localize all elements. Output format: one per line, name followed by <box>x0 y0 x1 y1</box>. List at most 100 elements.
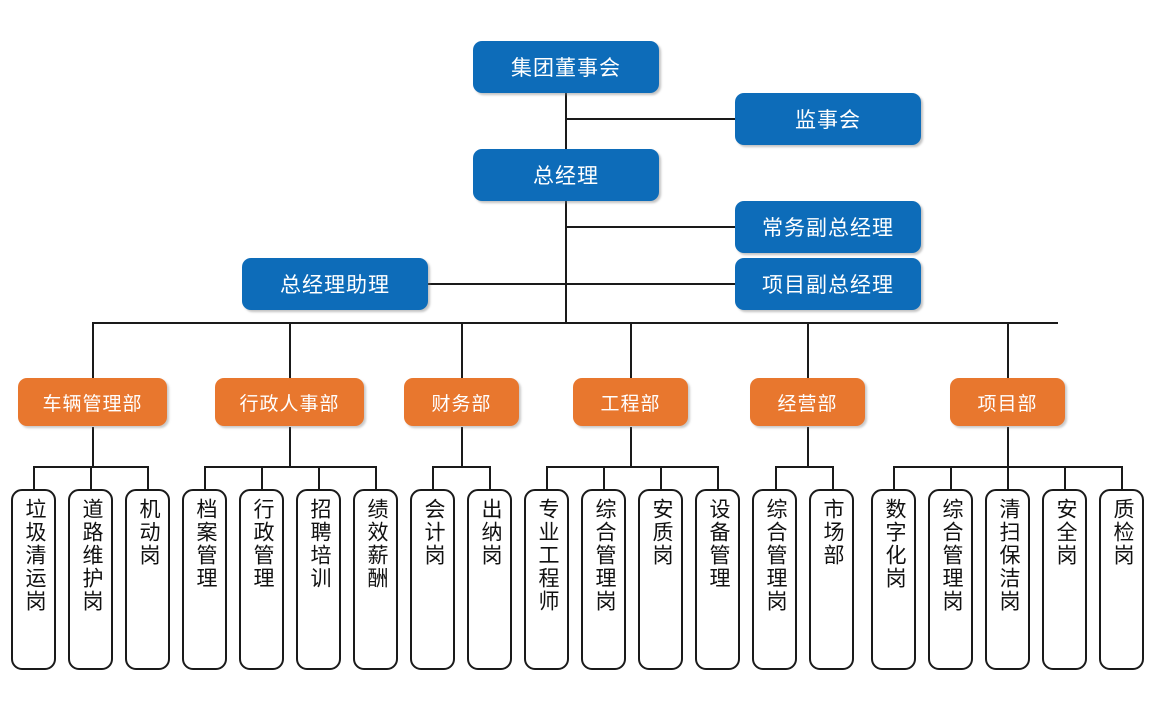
leaf-box-safety[interactable]: 安全岗 <box>1042 489 1087 670</box>
leaf-label: 档案管理 <box>193 498 217 590</box>
connector-dept1-leaf3 <box>147 466 149 490</box>
leaf-label: 设备管理 <box>706 498 730 590</box>
connector-gm-assistant <box>427 283 565 285</box>
leaf-label: 道路维护岗 <box>79 498 103 613</box>
node-board-of-directors-label: 集团董事会 <box>511 57 621 80</box>
node-gm-assistant-label: 总经理助理 <box>280 274 390 297</box>
node-department-vehicle-management-label: 车辆管理部 <box>42 393 143 415</box>
node-general-manager-label: 总经理 <box>533 165 599 188</box>
leaf-label: 绩效薪酬 <box>364 498 388 590</box>
connector-dept2-leaf4 <box>375 466 377 490</box>
node-department-project-label: 项目部 <box>977 393 1038 415</box>
connector-dept3-leaf1 <box>432 466 434 490</box>
connector-dept1-leaf2 <box>90 466 92 490</box>
node-general-manager[interactable]: 总经理 <box>473 149 659 201</box>
leaf-box-road-maintenance[interactable]: 道路维护岗 <box>68 489 113 670</box>
leaf-box-marketing[interactable]: 市场部 <box>809 489 854 670</box>
connector-dept6-leaf4 <box>1064 466 1066 490</box>
connector-dept6-leaf3 <box>1007 466 1009 490</box>
connector-gm-to-project-deputy <box>565 283 735 285</box>
connector-bar-to-dept-1 <box>92 322 94 378</box>
connector-dept4-leaf4 <box>717 466 719 490</box>
leaf-box-engineering-general-management[interactable]: 综合管理岗 <box>581 489 626 670</box>
node-project-deputy-gm[interactable]: 项目副总经理 <box>735 258 921 310</box>
leaf-box-mobile-duty[interactable]: 机动岗 <box>125 489 170 670</box>
node-department-project[interactable]: 项目部 <box>950 378 1065 426</box>
connector-dept1-stem <box>92 427 94 467</box>
node-executive-deputy-gm[interactable]: 常务副总经理 <box>735 201 921 253</box>
node-board-of-directors[interactable]: 集团董事会 <box>473 41 659 93</box>
node-gm-assistant[interactable]: 总经理助理 <box>242 258 428 310</box>
connector-bar-to-dept-5 <box>807 322 809 378</box>
leaf-box-cashier[interactable]: 出纳岗 <box>467 489 512 670</box>
leaf-label: 清扫保洁岗 <box>996 498 1020 613</box>
leaf-box-project-general-management[interactable]: 综合管理岗 <box>928 489 973 670</box>
node-department-finance[interactable]: 财务部 <box>404 378 519 426</box>
leaf-box-cleaning-sanitation[interactable]: 清扫保洁岗 <box>985 489 1030 670</box>
leaf-box-recruitment-training[interactable]: 招聘培训 <box>296 489 341 670</box>
node-department-operations[interactable]: 经营部 <box>750 378 865 426</box>
connector-bar-to-dept-2 <box>289 322 291 378</box>
leaf-label: 垃圾清运岗 <box>22 498 46 613</box>
node-department-vehicle-management[interactable]: 车辆管理部 <box>18 378 167 426</box>
leaf-box-performance-compensation[interactable]: 绩效薪酬 <box>353 489 398 670</box>
leaf-box-quality-inspection[interactable]: 质检岗 <box>1099 489 1144 670</box>
leaf-label: 综合管理岗 <box>939 498 963 613</box>
connector-dept2-bar <box>204 466 376 468</box>
connector-dept5-stem <box>807 427 809 467</box>
leaf-label: 综合管理岗 <box>763 498 787 613</box>
node-department-operations-label: 经营部 <box>777 393 838 415</box>
leaf-box-professional-engineer[interactable]: 专业工程师 <box>524 489 569 670</box>
connector-dept5-bar <box>775 466 833 468</box>
leaf-label: 质检岗 <box>1110 498 1134 567</box>
connector-board-to-gm <box>565 92 567 150</box>
leaf-label: 机动岗 <box>136 498 160 567</box>
node-department-engineering[interactable]: 工程部 <box>573 378 688 426</box>
leaf-box-records-management[interactable]: 档案管理 <box>182 489 227 670</box>
leaf-label: 数字化岗 <box>882 498 906 590</box>
department-distribution-bar <box>92 322 1058 325</box>
connector-dept2-leaf3 <box>318 466 320 490</box>
node-supervisory-board[interactable]: 监事会 <box>735 93 921 145</box>
leaf-box-safety-quality[interactable]: 安质岗 <box>638 489 683 670</box>
connector-dept4-leaf3 <box>660 466 662 490</box>
connector-dept6-stem <box>1007 427 1009 467</box>
connector-dept4-bar <box>546 466 718 468</box>
node-department-engineering-label: 工程部 <box>600 393 661 415</box>
leaf-box-operations-general-management[interactable]: 综合管理岗 <box>752 489 797 670</box>
node-executive-deputy-gm-label: 常务副总经理 <box>762 217 894 240</box>
leaf-box-equipment-management[interactable]: 设备管理 <box>695 489 740 670</box>
connector-dept3-leaf2 <box>489 466 491 490</box>
connector-dept6-leaf5 <box>1121 466 1123 490</box>
node-department-admin-hr-label: 行政人事部 <box>239 393 340 415</box>
leaf-box-waste-transport[interactable]: 垃圾清运岗 <box>11 489 56 670</box>
connector-dept4-stem <box>630 427 632 467</box>
node-department-admin-hr[interactable]: 行政人事部 <box>215 378 364 426</box>
node-department-finance-label: 财务部 <box>431 393 492 415</box>
connector-dept1-leaf1 <box>33 466 35 490</box>
leaf-label: 专业工程师 <box>535 498 559 613</box>
leaf-label: 行政管理 <box>250 498 274 590</box>
leaf-label: 招聘培训 <box>307 498 331 590</box>
leaf-label: 安质岗 <box>649 498 673 567</box>
connector-dept5-leaf1 <box>775 466 777 490</box>
connector-dept4-leaf1 <box>546 466 548 490</box>
connector-bar-to-dept-4 <box>630 322 632 378</box>
leaf-box-accounting[interactable]: 会计岗 <box>410 489 455 670</box>
leaf-label: 综合管理岗 <box>592 498 616 613</box>
connector-dept6-leaf2 <box>950 466 952 490</box>
connector-board-to-supervisory <box>565 118 735 120</box>
leaf-box-administration[interactable]: 行政管理 <box>239 489 284 670</box>
leaf-label: 会计岗 <box>421 498 445 567</box>
leaf-box-digitalization[interactable]: 数字化岗 <box>871 489 916 670</box>
connector-dept3-stem <box>461 427 463 467</box>
connector-dept3-bar <box>432 466 490 468</box>
connector-gm-to-departments <box>565 199 567 323</box>
connector-dept2-stem <box>289 427 291 467</box>
connector-dept4-leaf2 <box>603 466 605 490</box>
leaf-label: 出纳岗 <box>478 498 502 567</box>
node-project-deputy-gm-label: 项目副总经理 <box>762 274 894 297</box>
connector-dept2-leaf1 <box>204 466 206 490</box>
connector-dept2-leaf2 <box>261 466 263 490</box>
